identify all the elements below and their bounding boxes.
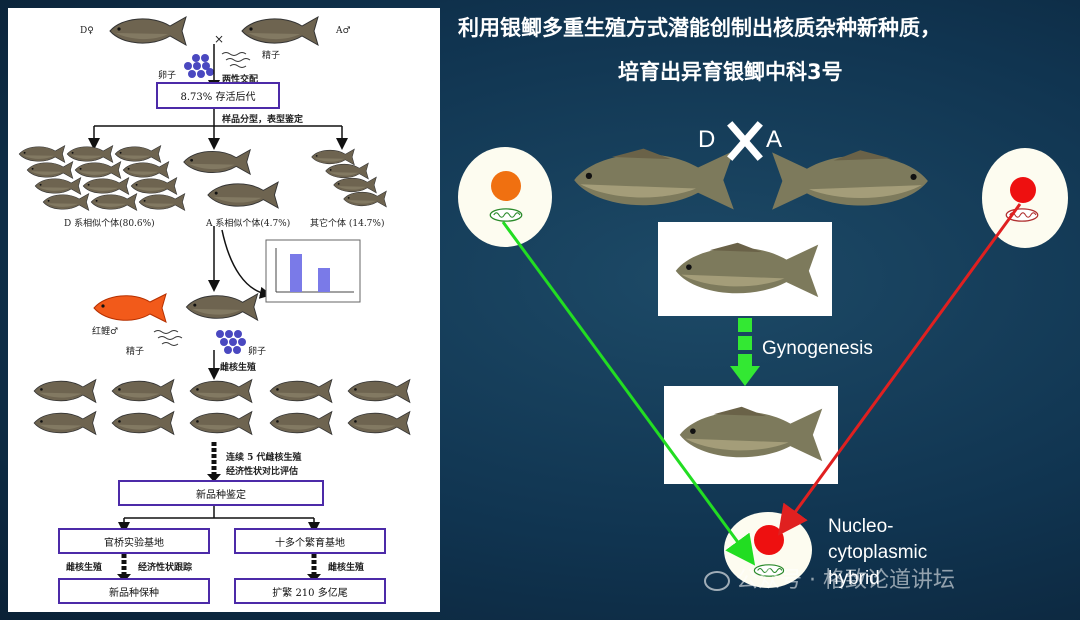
title-line-1: 利用银鲫多重生殖方式潜能创制出核质杂种新种质， — [458, 16, 941, 40]
hybrid-label-3: hybrid — [828, 568, 880, 589]
watermark: 公众号 · 格致论道讲坛 — [704, 562, 955, 594]
d-group-label: D 系相似个体(80.6%) — [64, 219, 155, 229]
flowchart-panel: D♀ × A♂ 卵子 精子 两性交配 8.73% 存活后代 样品分型，表型鉴定 … — [8, 8, 440, 612]
parent-d-fish — [574, 148, 734, 210]
consecutive-label-1: 连续 5 代雌核生殖 — [226, 453, 302, 463]
red-nucleus — [1010, 177, 1036, 203]
parent-a-label: A♂ — [336, 26, 351, 36]
parent-d-letter: D — [698, 126, 716, 153]
title-line-2: 培育出异育银鲫中科3号 — [618, 60, 843, 84]
flowchart-lines — [18, 16, 411, 582]
other-group-label: 其它个体 (14.7%) — [310, 219, 385, 229]
new-variety-box: 新品种鉴定 — [118, 480, 324, 506]
hybrid-label-2: cytoplasmic — [828, 542, 928, 563]
parent-a-letter: A — [766, 126, 783, 153]
red-arrow-line — [777, 203, 1022, 536]
green-arrow-line — [501, 221, 756, 566]
preserve-box: 新品种保种 — [58, 578, 210, 604]
gyno-right-label: 雌核生殖 — [328, 563, 365, 573]
orange-nucleus — [491, 171, 521, 201]
cross-x-icon — [727, 121, 763, 161]
bisexual-label: 两性交配 — [222, 75, 259, 85]
consecutive-label-2: 经济性状对比评估 — [226, 467, 299, 477]
a-group-label: A 系相似个体(4.7%) — [206, 219, 291, 229]
red-carp-label: 红鲤♂ — [92, 327, 119, 337]
egg2-label: 卵子 — [248, 347, 267, 357]
gyno-label: 雌核生殖 — [220, 363, 257, 373]
egg-label: 卵子 — [158, 71, 177, 81]
gynogenesis-label: Gynogenesis — [762, 338, 873, 359]
sperm2-label: 精子 — [126, 347, 145, 357]
gyno-left-label: 雌核生殖 — [66, 563, 103, 573]
survival-box: 8.73% 存活后代 — [156, 82, 280, 109]
official-base-box: 官桥实验基地 — [58, 528, 210, 554]
mitochondria-d-icon — [489, 208, 523, 222]
hybrid-label-1: Nucleo- — [828, 516, 894, 537]
wechat-icon — [704, 571, 730, 591]
separation-label: 样品分型，表型鉴定 — [222, 115, 304, 125]
trait-track-label: 经济性状跟踪 — [138, 563, 193, 573]
expand-box: 扩繁 210 多亿尾 — [234, 578, 386, 604]
gynogenesis-arrow — [730, 318, 760, 386]
parent-d-label: D♀ — [80, 26, 94, 36]
breeding-bases-box: 十多个繁育基地 — [234, 528, 386, 554]
watermark-text: 公众号 · 格致论道讲坛 — [736, 568, 955, 593]
sperm-label: 精子 — [262, 51, 281, 61]
parent-a-fish — [772, 150, 928, 210]
hybrid-nucleus — [754, 525, 784, 555]
cross-sign: × — [214, 32, 225, 46]
